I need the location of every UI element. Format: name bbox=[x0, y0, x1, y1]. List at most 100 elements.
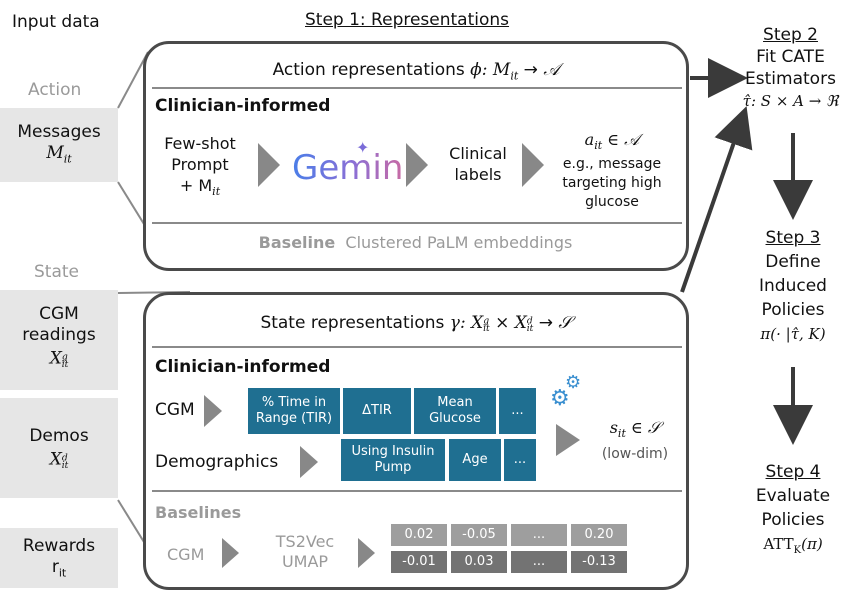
insulin-pump-cell: Using Insulin Pump bbox=[341, 439, 445, 481]
rewards-box: Rewards rit bbox=[0, 528, 118, 588]
step1-heading: Step 1: Representations bbox=[305, 10, 510, 30]
step4-att-sub: K bbox=[793, 545, 802, 556]
gemini-logo: Gemini bbox=[292, 148, 413, 188]
step3-block: Step 3 Define Induced Policies π(· |τ̂, … bbox=[738, 226, 848, 346]
demos-text: Demos bbox=[29, 426, 89, 446]
tir-cell: % Time in Range (TIR) bbox=[248, 388, 340, 434]
ts2vec-text: TS2Vec bbox=[275, 532, 335, 551]
age-cell: Age bbox=[449, 439, 501, 481]
step3-line1: Define bbox=[765, 252, 821, 272]
action-clinician-heading: Clinician-informed bbox=[155, 96, 331, 116]
input-data-heading: Input data bbox=[12, 12, 100, 32]
emb-cell: -0.13 bbox=[571, 551, 627, 573]
emb-cell: -0.05 bbox=[451, 524, 507, 546]
action-output: ait ∈ 𝒜 e.g., message targeting high glu… bbox=[548, 130, 676, 212]
rewards-text: Rewards bbox=[22, 536, 96, 556]
labels-line1: Clinical bbox=[449, 144, 507, 163]
step2-formula: τ̂: S × A → ℜ bbox=[742, 92, 839, 110]
step4-block: Step 4 Evaluate Policies ATTK(π) bbox=[738, 460, 848, 563]
prompt-line2: Prompt bbox=[171, 155, 229, 174]
cgm-row-label: CGM bbox=[155, 400, 195, 420]
emb-cell: 0.02 bbox=[391, 524, 447, 546]
clinical-labels: Clinical labels bbox=[436, 143, 520, 185]
emb-cell: 0.03 bbox=[451, 551, 507, 573]
state-title: State representations γ: Xgit × Xdit → 𝒮 bbox=[260, 313, 572, 335]
step4-line1: Evaluate bbox=[755, 486, 831, 506]
step3-line2: Induced bbox=[759, 276, 827, 296]
labels-line2: labels bbox=[454, 165, 502, 184]
step3-formula: π(· |τ̂, K) bbox=[760, 325, 826, 343]
baseline-cgm-label: CGM bbox=[167, 545, 205, 564]
messages-text: Messages bbox=[17, 122, 101, 142]
baseline-text: Clustered PaLM embeddings bbox=[345, 233, 573, 252]
demographics-row-label: Demographics bbox=[155, 452, 279, 472]
gear-icon: ⚙ bbox=[550, 386, 570, 411]
action-baseline: Baseline Clustered PaLM embeddings bbox=[0, 233, 851, 252]
prompt-line1: Few-shot bbox=[164, 134, 236, 153]
step4-title: Step 4 bbox=[765, 462, 821, 482]
demos-box: Demos Xdit bbox=[0, 398, 118, 498]
umap-text: UMAP bbox=[281, 552, 329, 571]
example-line2: targeting high bbox=[562, 175, 662, 192]
s-symbol: s bbox=[609, 418, 618, 437]
messages-symbol: M bbox=[46, 143, 64, 163]
cgm-readings-box: CGM readings Xgit bbox=[0, 290, 118, 390]
low-dim-note: (low-dim) bbox=[601, 446, 669, 463]
arrow-state-to-step2 bbox=[680, 106, 753, 293]
action-title-math: ϕ: M bbox=[470, 60, 511, 80]
step2-title: Step 2 bbox=[763, 25, 818, 45]
sparkle-icon: ✦ bbox=[356, 138, 370, 157]
delta-tir-cell: ΔTIR bbox=[343, 388, 411, 434]
chevron-icon bbox=[222, 538, 239, 568]
a-set: ∈ 𝒜 bbox=[607, 130, 640, 149]
step4-line2: Policies bbox=[761, 510, 825, 530]
action-title-text: Action representations bbox=[272, 60, 465, 80]
prompt-line3: + M bbox=[179, 176, 213, 195]
step4-pi: (π) bbox=[801, 535, 823, 553]
ts2vec-umap: TS2Vec UMAP bbox=[260, 532, 350, 572]
action-title: Action representations ϕ: Mit → 𝒜 bbox=[272, 60, 560, 83]
emb-cell: -0.01 bbox=[391, 551, 447, 573]
emb-cell: ... bbox=[511, 551, 567, 573]
state-output: sit ∈ 𝒮 (low-dim) bbox=[590, 418, 680, 464]
state-label: State bbox=[34, 262, 79, 282]
demo-more-cell: ... bbox=[504, 439, 536, 481]
readings-text: readings bbox=[22, 325, 96, 345]
chevron-icon bbox=[406, 143, 428, 187]
action-label: Action bbox=[28, 80, 82, 100]
step2-block: Step 2 Fit CATE Estimators τ̂: S × A → ℜ bbox=[730, 24, 851, 112]
action-baseline-divider bbox=[152, 222, 682, 224]
few-shot-prompt: Few-shot Prompt + Mit bbox=[150, 133, 250, 202]
baselines-heading: Baselines bbox=[155, 503, 242, 522]
demos-symbol: X bbox=[49, 449, 62, 470]
step2-line2: Estimators bbox=[745, 69, 836, 89]
example-line3: glucose bbox=[585, 194, 639, 211]
chevron-icon bbox=[556, 424, 580, 456]
mean-glucose-cell: Mean Glucose bbox=[414, 388, 496, 434]
action-divider bbox=[152, 87, 682, 89]
chevron-icon bbox=[522, 143, 544, 187]
cgm-symbol: X bbox=[49, 348, 62, 369]
example-line1: e.g., message bbox=[562, 156, 662, 173]
state-divider bbox=[152, 346, 682, 348]
chevron-icon bbox=[204, 395, 222, 427]
emb-cell: ... bbox=[511, 524, 567, 546]
chevron-icon bbox=[258, 143, 280, 187]
state-baseline-divider bbox=[152, 490, 682, 492]
a-symbol: a bbox=[584, 130, 595, 149]
messages-box: Messages Mit bbox=[0, 108, 118, 182]
gear-icon: ⚙ bbox=[565, 372, 582, 393]
cgm-text: CGM bbox=[39, 304, 79, 324]
step3-title: Step 3 bbox=[765, 228, 821, 248]
cgm-more-cell: ... bbox=[499, 388, 536, 434]
chevron-icon bbox=[358, 538, 375, 568]
s-set: ∈ 𝒮 bbox=[630, 418, 661, 437]
emb-cell: 0.20 bbox=[571, 524, 627, 546]
step3-line3: Policies bbox=[761, 300, 825, 320]
chevron-icon bbox=[300, 446, 318, 478]
state-title-text: State representations bbox=[260, 313, 445, 333]
state-clinician-heading: Clinician-informed bbox=[155, 357, 331, 377]
step4-att: ATT bbox=[763, 535, 794, 553]
baseline-bold: Baseline bbox=[258, 233, 336, 252]
